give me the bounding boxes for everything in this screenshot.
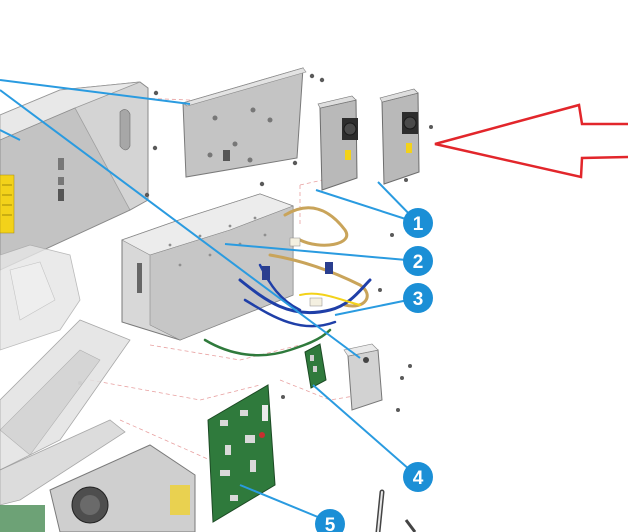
rear-cover-panel — [182, 67, 307, 178]
callout-2: 2 — [403, 246, 433, 276]
warning-label — [0, 174, 15, 234]
main-chassis — [0, 81, 149, 351]
cable-harness — [203, 206, 372, 357]
callout-2-number: 2 — [413, 252, 424, 273]
power-supply-left — [317, 95, 358, 191]
callout-3: 3 — [403, 283, 433, 313]
callout-4: 4 — [403, 462, 433, 492]
red-pointer-arrow — [434, 103, 628, 179]
power-supply-right — [379, 88, 420, 185]
lower-left-assemblies — [0, 319, 196, 532]
callout-4-number: 4 — [413, 468, 424, 489]
callout-5-number: 5 — [325, 515, 336, 532]
large-circuit-board — [207, 384, 276, 523]
small-circuit-board — [304, 343, 327, 389]
small-cable — [375, 489, 417, 532]
callout-3-number: 3 — [413, 289, 424, 310]
connector-box — [343, 343, 383, 411]
callout-1: 1 — [403, 208, 433, 238]
screws — [78, 73, 433, 412]
callout-5: 5 — [315, 509, 345, 532]
leader-lines — [0, 79, 419, 523]
callout-1-number: 1 — [413, 214, 424, 235]
